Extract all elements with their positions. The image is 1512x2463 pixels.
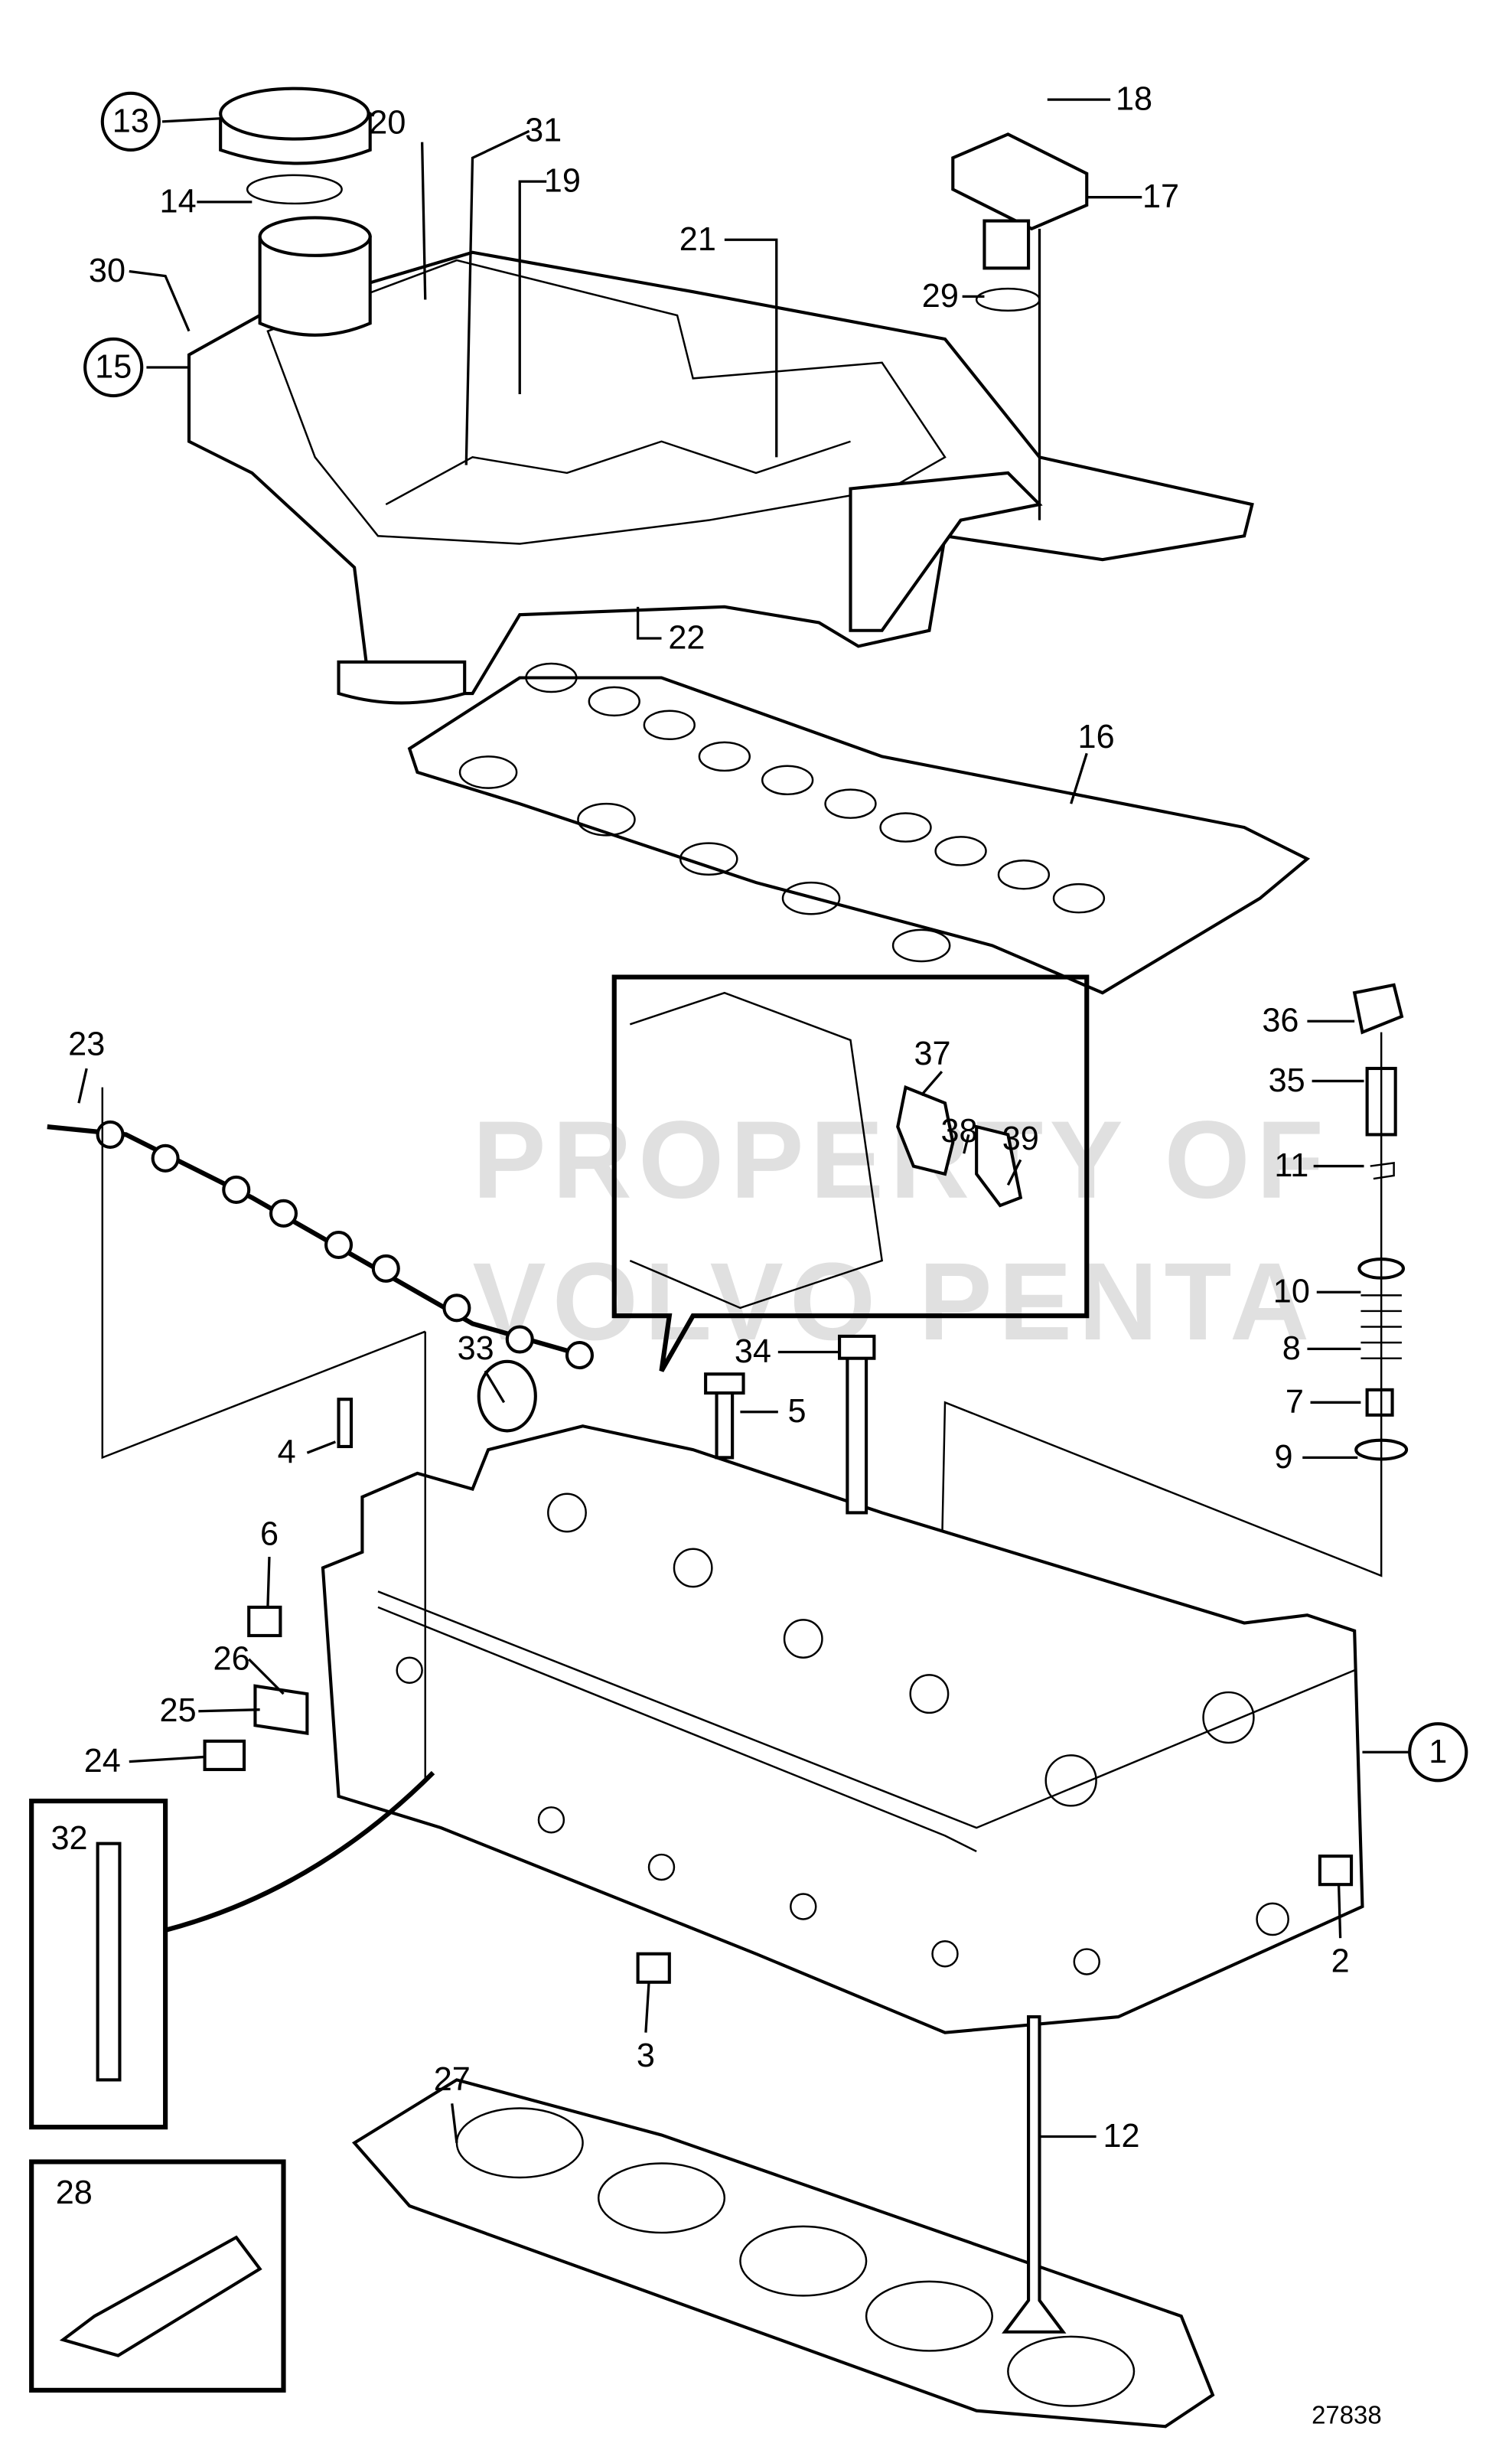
inset-sealant — [29, 2159, 286, 2393]
callout-24[interactable]: 24 — [84, 1743, 121, 1780]
inset-detail — [611, 974, 1090, 1372]
sensor — [951, 132, 1089, 312]
head-gasket — [351, 2078, 1215, 2429]
callout-labels: 13 15 1 14 20 31 19 18 17 21 30 29 22 16… — [51, 81, 1448, 2429]
callout-37[interactable]: 37 — [914, 1036, 950, 1072]
callout-23[interactable]: 23 — [68, 1026, 105, 1063]
callout-4[interactable]: 4 — [278, 1434, 296, 1471]
callout-39[interactable]: 39 — [1002, 1121, 1039, 1157]
callout-27[interactable]: 27 — [434, 2061, 471, 2098]
callout-8[interactable]: 8 — [1282, 1330, 1301, 1367]
callout-3[interactable]: 3 — [637, 2037, 655, 2074]
callout-19[interactable]: 19 — [544, 163, 581, 200]
callout-5[interactable]: 5 — [787, 1393, 806, 1430]
callout-14[interactable]: 14 — [160, 183, 197, 220]
figure-number: 27838 — [1312, 2401, 1382, 2429]
cylinder-head — [101, 1087, 1364, 2034]
callout-15[interactable]: 15 — [95, 348, 132, 385]
callout-9[interactable]: 9 — [1275, 1439, 1293, 1476]
callout-12[interactable]: 12 — [1103, 2118, 1139, 2155]
callout-17[interactable]: 17 — [1142, 178, 1179, 215]
callout-1[interactable]: 1 — [1429, 1734, 1447, 1770]
callout-25[interactable]: 25 — [160, 1692, 197, 1729]
inset-glow-plug — [29, 1770, 435, 2130]
callout-28[interactable]: 28 — [56, 2174, 93, 2211]
callout-36[interactable]: 36 — [1262, 1003, 1299, 1039]
valve-cover — [187, 216, 1254, 705]
callout-35[interactable]: 35 — [1269, 1062, 1305, 1099]
callout-22[interactable]: 22 — [668, 620, 705, 657]
callout-33[interactable]: 33 — [458, 1330, 494, 1367]
callout-29[interactable]: 29 — [922, 278, 959, 315]
valve — [1002, 2015, 1067, 2334]
harness — [47, 1120, 594, 1370]
callout-34[interactable]: 34 — [735, 1333, 771, 1370]
callout-26[interactable]: 26 — [213, 1640, 250, 1677]
callout-circles — [83, 91, 1468, 1783]
callout-32[interactable]: 32 — [51, 1820, 88, 1857]
bolts — [203, 1334, 1354, 1984]
cover-gasket — [407, 662, 1311, 995]
callout-7[interactable]: 7 — [1286, 1384, 1304, 1421]
callout-30[interactable]: 30 — [89, 253, 125, 289]
callout-2[interactable]: 2 — [1331, 1943, 1350, 1980]
callout-18[interactable]: 18 — [1116, 81, 1152, 118]
callout-38[interactable]: 38 — [940, 1113, 977, 1150]
callout-20[interactable]: 20 — [369, 104, 406, 141]
oil-filler-cap — [219, 86, 372, 205]
callout-11[interactable]: 11 — [1274, 1147, 1308, 1184]
callout-16[interactable]: 16 — [1078, 719, 1115, 755]
callout-21[interactable]: 21 — [679, 221, 716, 258]
callout-6[interactable]: 6 — [260, 1516, 279, 1553]
svg-text:VOLVO PENTA: VOLVO PENTA — [473, 1240, 1316, 1363]
leader-lines — [77, 98, 1410, 2143]
callout-13[interactable]: 13 — [112, 103, 149, 139]
callout-10[interactable]: 10 — [1273, 1274, 1310, 1310]
callout-31[interactable]: 31 — [525, 113, 562, 149]
